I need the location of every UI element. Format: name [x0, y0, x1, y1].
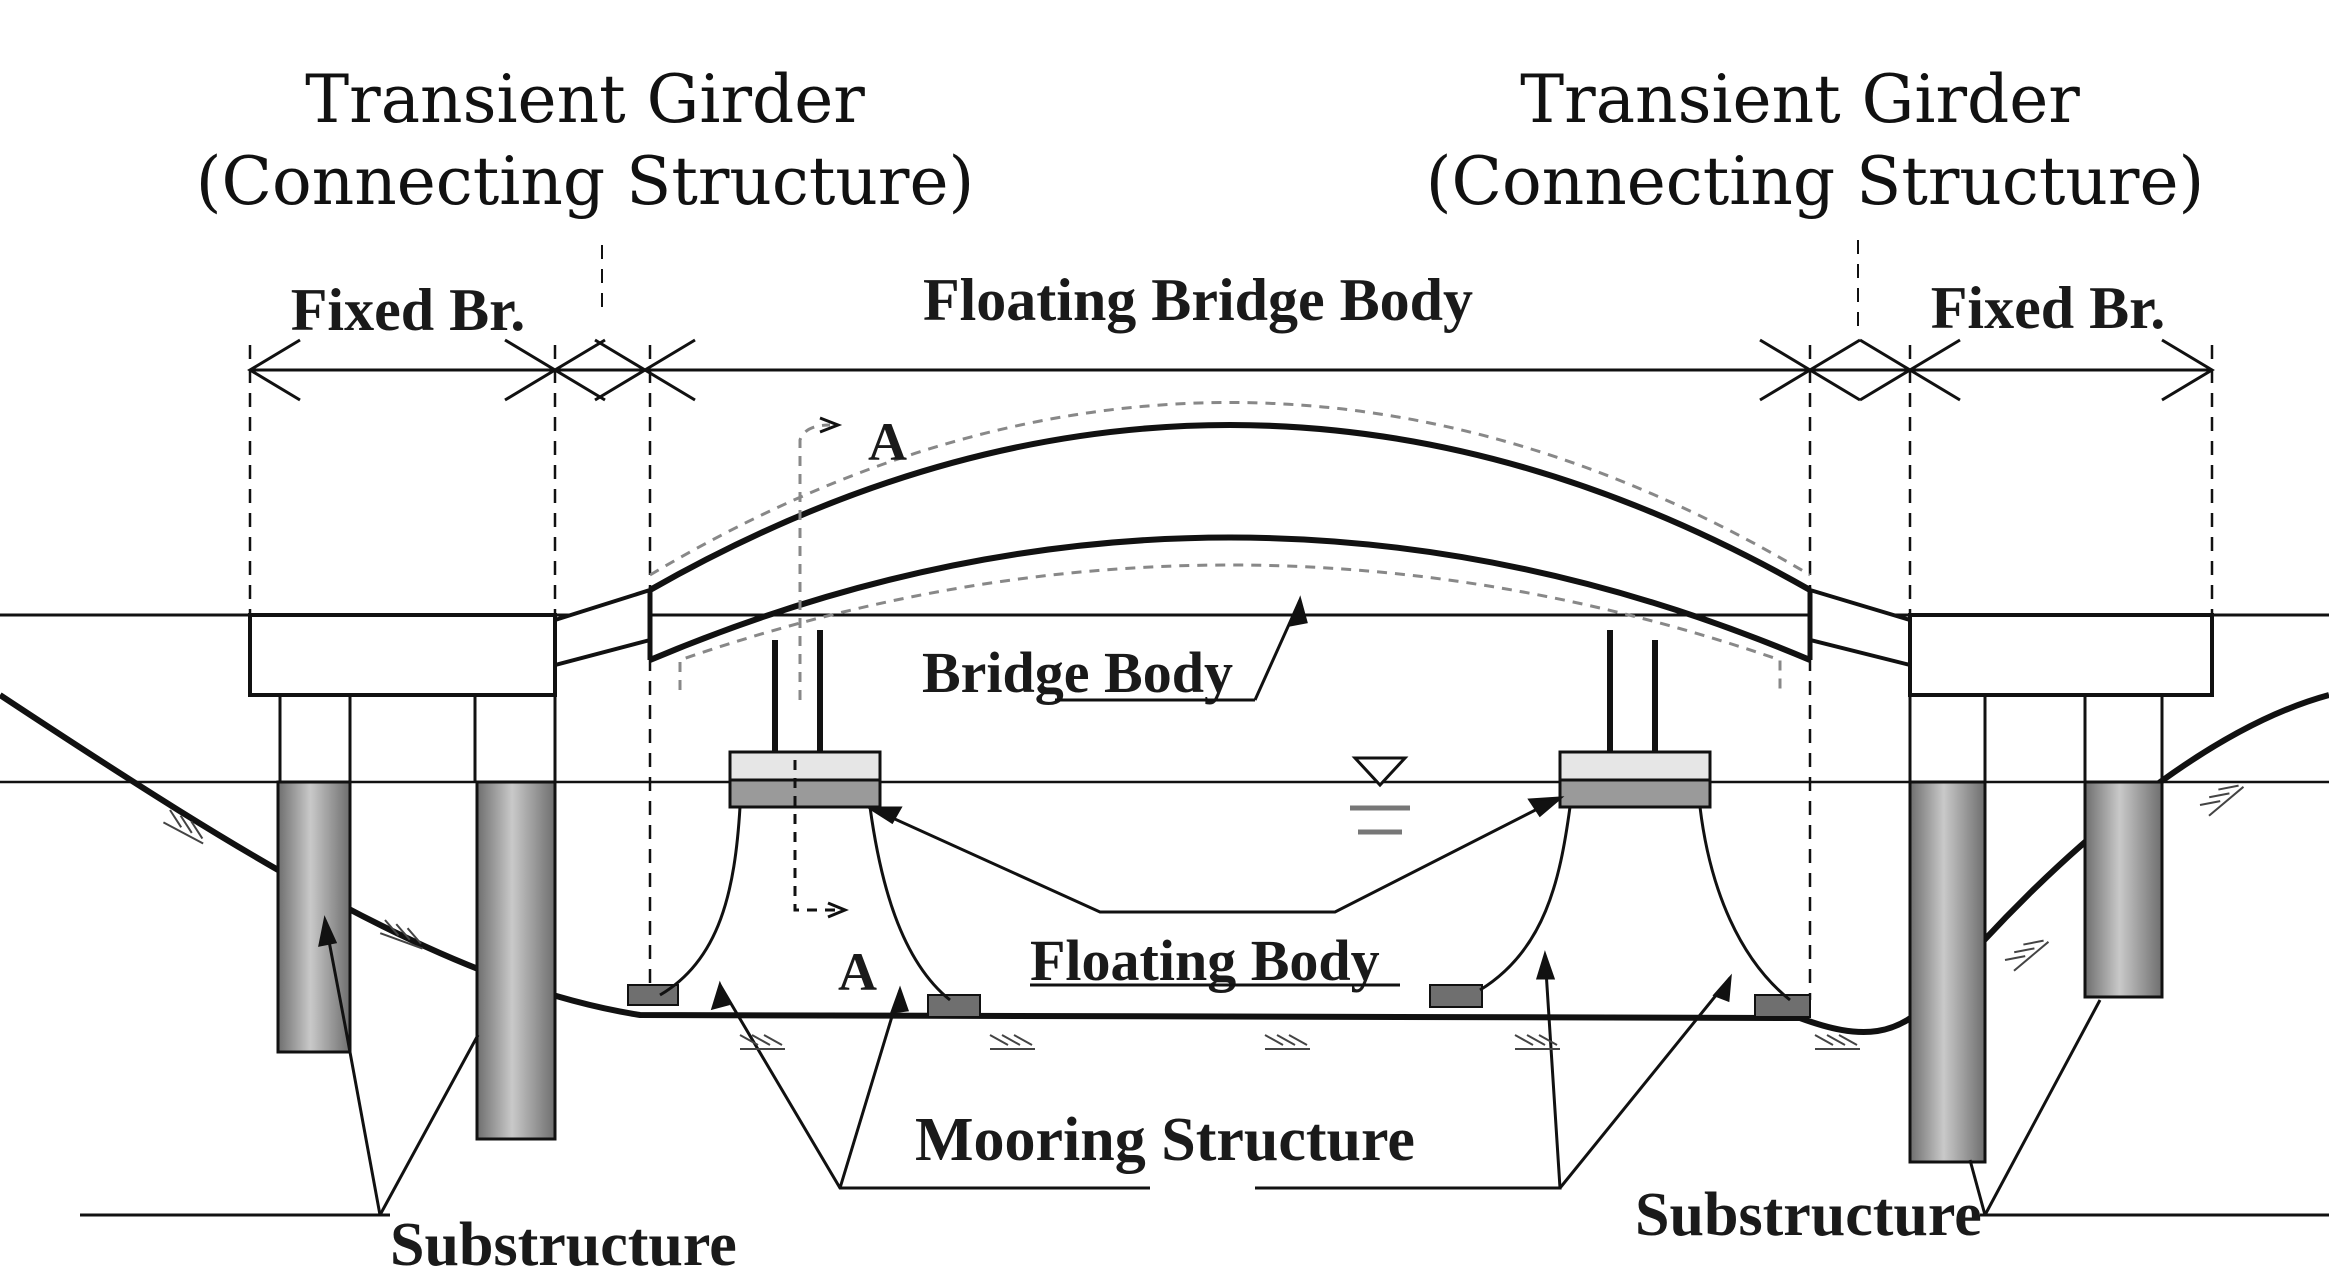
- floating-bridge-body-label: Floating Bridge Body: [923, 267, 1473, 333]
- transient-girder-left-subtitle: (Connecting Structure): [196, 143, 975, 220]
- mooring-lines: [659, 806, 1791, 1002]
- bridge-columns: [772, 630, 1658, 755]
- transient-girder-left-title: Transient Girder: [305, 61, 865, 138]
- pontoon-right: [1558, 750, 1712, 809]
- bridge-body-leader: [1055, 595, 1308, 702]
- pontoon-left: [728, 750, 882, 809]
- transient-girder-label-right: Transient Girder (Connecting Structure): [1426, 61, 2205, 220]
- substructure-right-leader: [1968, 999, 2102, 1216]
- fixed-br-left-label: Fixed Br.: [291, 277, 525, 343]
- mooring-structure-leaders: [710, 950, 1732, 1190]
- substructure-right-label: Substructure: [1635, 1181, 1982, 1249]
- piles-right: [1908, 695, 2164, 1164]
- transient-girder-left: [553, 587, 652, 668]
- section-a-bottom-label: A: [838, 942, 877, 1002]
- fixed-bridge-deck-left: [248, 613, 557, 697]
- floating-body-label: Floating Body: [1030, 928, 1380, 993]
- floating-body-leader: [864, 796, 1565, 914]
- soil-hatch-marks: [162, 784, 2245, 1050]
- piles-left: [276, 695, 557, 1141]
- dimension-line: [247, 338, 2215, 402]
- section-a-marker: [793, 416, 849, 919]
- extension-lines: [248, 345, 2214, 1000]
- transient-girder-right: [1808, 587, 1912, 668]
- fixed-br-right-label: Fixed Br.: [1931, 275, 2165, 341]
- bridge-body-label: Bridge Body: [922, 640, 1233, 705]
- substructure-left-label: Substructure: [390, 1211, 737, 1271]
- transient-girder-label-left: Transient Girder (Connecting Structure): [196, 61, 975, 220]
- water-level-icon: [1350, 756, 1410, 835]
- section-a-top-label: A: [868, 412, 907, 472]
- transient-girder-right-title: Transient Girder: [1520, 61, 2080, 138]
- fixed-bridge-deck-right: [1908, 613, 2214, 697]
- substructure-left-leader: [318, 915, 480, 1216]
- mooring-structure-label: Mooring Structure: [915, 1106, 1415, 1174]
- arched-bridge-body: [647, 401, 1813, 690]
- transient-girder-right-subtitle: (Connecting Structure): [1426, 143, 2205, 220]
